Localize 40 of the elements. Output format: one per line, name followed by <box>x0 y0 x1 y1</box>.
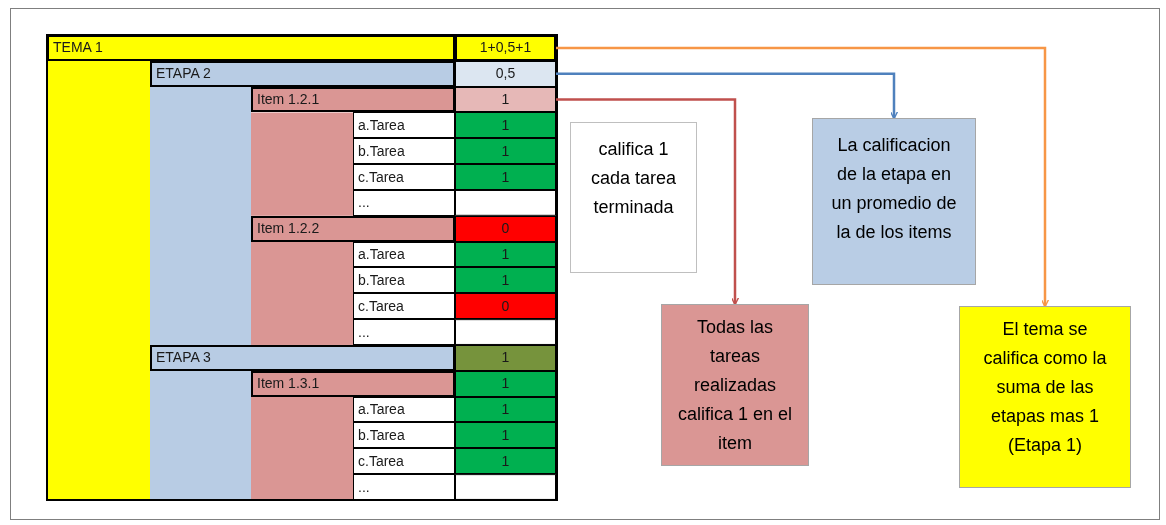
table-cell: a.Tarea <box>353 112 455 139</box>
table-cell: Item 1.3.1 <box>251 370 455 397</box>
table-cell: ... <box>353 319 455 345</box>
table-cell: a.Tarea <box>353 241 455 268</box>
table-cell: b.Tarea <box>353 267 455 294</box>
table-cell: 1 <box>455 164 556 190</box>
table-cell: 1 <box>455 396 556 423</box>
note-box: califica 1 cada tarea terminada <box>570 122 697 273</box>
table-cell: b.Tarea <box>353 422 455 449</box>
table-cell: ... <box>353 474 455 500</box>
arrow <box>556 98 740 306</box>
table-cell: 0,5 <box>455 60 556 87</box>
arrow <box>556 46 1050 308</box>
table-cell: 1 <box>455 267 556 294</box>
table-cell: 0 <box>455 215 556 242</box>
table-cell: 1 <box>455 344 556 371</box>
table-cell: c.Tarea <box>353 164 455 190</box>
table-cell: Item 1.2.1 <box>251 86 455 113</box>
table-cell: 1 <box>455 138 556 165</box>
table-cell: a.Tarea <box>353 396 455 423</box>
note-box: La calificacion de la etapa en un promedio de la de los items <box>812 118 976 285</box>
table-cell: ETAPA 2 <box>150 60 455 87</box>
table-cell: Item 1.2.2 <box>251 215 455 242</box>
table-cell: 1 <box>455 86 556 113</box>
table-cell: b.Tarea <box>353 138 455 165</box>
table-cell: 1 <box>455 112 556 139</box>
note-box: Todas las tareas realizadas califica 1 en el item <box>661 304 809 466</box>
table-cell: ETAPA 3 <box>150 344 455 371</box>
table-cell: 1 <box>455 241 556 268</box>
table-cell: TEMA 1 <box>47 35 455 61</box>
table-cell: 1+0,5+1 <box>455 35 556 61</box>
note-box: El tema se califica como la suma de las etapas mas 1 (Etapa 1) <box>959 306 1131 488</box>
table-cell: 1 <box>455 370 556 397</box>
table-cell: 0 <box>455 293 556 320</box>
table-cell: c.Tarea <box>353 293 455 320</box>
table-cell: 1 <box>455 448 556 475</box>
table-cell: 1 <box>455 422 556 449</box>
table-cell: ... <box>353 189 455 216</box>
arrow <box>556 72 899 120</box>
table-cell: c.Tarea <box>353 448 455 475</box>
